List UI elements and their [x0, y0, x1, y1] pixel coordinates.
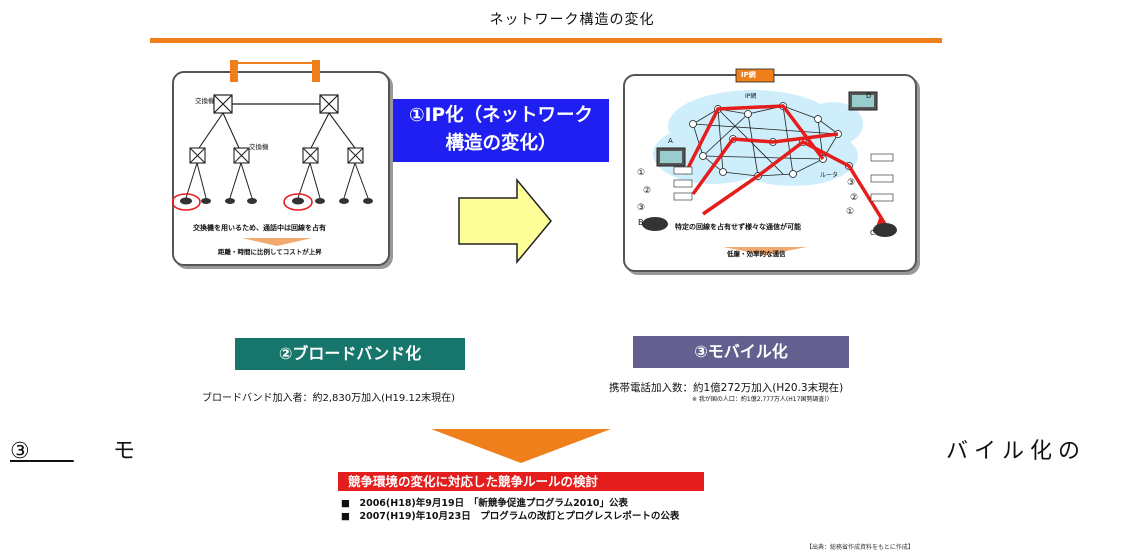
bracket-left: [230, 60, 238, 82]
node-c-label: C: [870, 229, 875, 237]
node-a-label: A: [668, 137, 673, 145]
cloud-label: IP網: [745, 93, 757, 100]
mobile-label: ③モバイル化: [633, 336, 849, 368]
bullet-item: ■ 2006(H18)年9月19日 「新競争促進プログラム2010」公表: [341, 498, 629, 509]
node-b-label: B: [638, 218, 644, 227]
competition-rules-banner: 競争環境の変化に対応した競争ルールの検討: [338, 472, 704, 491]
broadband-caption: ブロードバンド加入者：約2,830万加入(H19.12末現在): [202, 393, 456, 404]
ip-conversion-label: ①IP化（ネットワーク 構造の変化）: [393, 99, 609, 162]
title-underline: [150, 38, 942, 43]
ip-tag: IP網: [741, 71, 756, 79]
right-panel-result: 低廉・効率的な通信: [727, 250, 786, 258]
broadband-label: ②ブロードバンド化: [235, 338, 465, 370]
ip-network-diagram: [642, 68, 897, 255]
left-num-3: ③: [637, 203, 646, 213]
section-number: ③: [10, 433, 74, 465]
right-num-1: ①: [846, 207, 855, 217]
left-num-2: ②: [643, 186, 652, 196]
switch-label-mid: 交換機: [249, 143, 269, 151]
left-panel-result: 距離・時間に比例してコストが上昇: [218, 248, 322, 256]
node-d-label: D: [866, 92, 872, 100]
bracket-right: [312, 60, 320, 82]
right-num-2: ②: [850, 193, 859, 203]
bullet-item: ■ 2007(H19)年10月23日 プログラムの改訂とプログレスレポートの公表: [341, 511, 680, 522]
switch-label-top: 交換機: [195, 97, 215, 105]
left-num-1: ①: [637, 168, 646, 178]
left-panel-desc: 交換機を用いるため、通話中は回線を占有: [193, 224, 326, 232]
ip-label-line2: 構造の変化）: [445, 133, 557, 154]
source-note: 【出典：総務省作成資料をもとに作成】: [806, 544, 914, 551]
right-panel-desc: 特定の回線を占有せず様々な通信が可能: [675, 223, 801, 231]
ip-label-line1: ①IP化（ネットワーク: [408, 105, 594, 126]
section-heading-part1: モ: [113, 439, 142, 464]
router-label: ルータ: [820, 172, 839, 179]
transition-arrow: [458, 178, 552, 264]
circuit-switched-diagram: [172, 60, 373, 246]
section-heading-part2: バイル化の: [946, 439, 1087, 464]
section-number-text: ③: [10, 439, 30, 464]
down-arrow: [431, 429, 611, 463]
mobile-note: ※ 我が国の人口：約1億2,777万人(H17国勢調査)）: [692, 396, 833, 403]
mobile-caption: 携帯電話加入数：約1億272万加入(H20.3末現在): [609, 382, 844, 394]
page-title: ネットワーク構造の変化: [489, 12, 655, 28]
highlight-circle-left: [172, 193, 201, 211]
highlight-circle-right: [283, 193, 313, 211]
right-num-3: ③: [847, 178, 856, 188]
